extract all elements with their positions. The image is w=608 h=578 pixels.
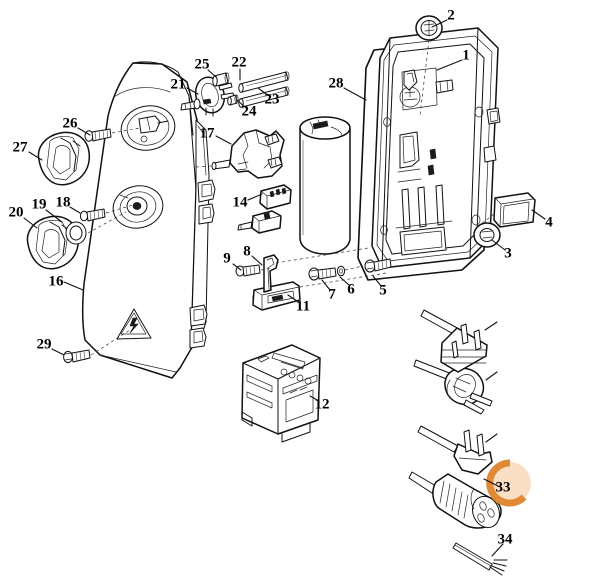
callout-number-11[interactable]: 11 — [296, 298, 310, 314]
callout-leader-24 — [236, 99, 247, 109]
callout-leader-12 — [309, 395, 320, 402]
callout-leader-1 — [436, 59, 463, 71]
callout-number-4[interactable]: 4 — [545, 214, 553, 230]
callout-number-2[interactable]: 2 — [447, 7, 455, 23]
callout-number-24[interactable]: 24 — [242, 103, 258, 119]
callout-number-23[interactable]: 23 — [265, 91, 280, 107]
callout-leader-21 — [186, 87, 199, 95]
callout-leader-4 — [531, 209, 546, 220]
callout-number-16[interactable]: 16 — [49, 273, 65, 289]
callout-leader-28 — [343, 87, 367, 101]
part-grommet-top[interactable] — [415, 15, 443, 116]
part-screw-decal[interactable] — [63, 329, 131, 364]
callout-leaders — [23, 19, 546, 557]
callout-number-9[interactable]: 9 — [223, 250, 231, 266]
part-o-ring[interactable] — [65, 221, 87, 245]
callout-leader-16 — [63, 281, 84, 291]
part-capacitor[interactable] — [299, 116, 351, 255]
callout-number-14[interactable]: 14 — [233, 194, 249, 210]
part-sleeve[interactable] — [212, 72, 230, 87]
callout-number-34[interactable]: 34 — [498, 531, 514, 547]
warning-triangle-decal — [116, 308, 152, 340]
callout-number-18[interactable]: 18 — [56, 194, 71, 210]
callout-number-8[interactable]: 8 — [243, 243, 251, 259]
callout-leader-8 — [251, 255, 263, 266]
part-shaft-upper[interactable] — [238, 71, 290, 93]
callout-leader-2 — [431, 19, 448, 28]
callout-leader-5 — [372, 275, 382, 287]
part-plug-angled[interactable] — [417, 425, 498, 475]
callout-leader-14 — [247, 193, 263, 201]
callout-leader-20 — [23, 217, 38, 229]
part-screw-clamp[interactable] — [235, 264, 274, 277]
callout-leader-17 — [215, 135, 232, 145]
part-bushing[interactable] — [227, 94, 239, 106]
callout-number-1[interactable]: 1 — [462, 47, 470, 63]
part-connector-lower[interactable] — [237, 210, 282, 234]
callout-number-25[interactable]: 25 — [195, 56, 210, 72]
part-chassis-frame[interactable] — [357, 27, 501, 281]
callout-number-17[interactable]: 17 — [200, 125, 216, 141]
highlight-ring-33[interactable] — [486, 459, 531, 507]
callout-number-29[interactable]: 29 — [37, 336, 52, 352]
callout-number-21[interactable]: 21 — [171, 76, 186, 92]
part-cable-bare-end[interactable] — [452, 542, 508, 576]
callout-leader-19 — [45, 209, 63, 223]
callout-number-28[interactable]: 28 — [329, 75, 344, 91]
part-plug-schuko[interactable] — [413, 359, 498, 415]
callout-leader-25 — [207, 69, 217, 78]
callout-number-19[interactable]: 19 — [32, 196, 47, 212]
part-screw-left[interactable] — [308, 267, 337, 281]
callout-number-33[interactable]: 33 — [496, 479, 511, 495]
callout-number-5[interactable]: 5 — [379, 282, 387, 298]
callout-leader-9 — [232, 263, 242, 271]
part-washer[interactable] — [336, 265, 364, 277]
part-plug-uk[interactable] — [420, 309, 498, 373]
callout-leader-7 — [321, 279, 331, 291]
part-screw-right[interactable] — [364, 258, 392, 273]
part-switch-assembly[interactable] — [195, 129, 285, 179]
callout-number-3[interactable]: 3 — [504, 245, 512, 261]
housing-latch-clips — [189, 179, 216, 349]
part-clamp-bracket[interactable] — [263, 254, 279, 293]
callout-number-22[interactable]: 22 — [232, 54, 247, 70]
part-control-module[interactable] — [241, 344, 321, 443]
callout-number-6[interactable]: 6 — [347, 281, 355, 297]
callout-leader-29 — [51, 348, 65, 356]
part-connector-plug[interactable] — [408, 471, 504, 532]
part-knob-upper[interactable] — [37, 131, 91, 186]
callout-leader-27 — [28, 151, 43, 161]
callout-leader-34 — [491, 543, 504, 557]
callout-number-7[interactable]: 7 — [328, 286, 336, 302]
part-screw-lower-knob[interactable] — [79, 204, 134, 222]
callout-leader-26 — [77, 127, 91, 136]
callout-number-20[interactable]: 20 — [9, 204, 24, 220]
callout-number-26[interactable]: 26 — [63, 115, 79, 131]
part-cover-cap[interactable] — [480, 192, 536, 228]
callout-leader-3 — [491, 239, 506, 251]
callout-leader-11 — [287, 294, 301, 304]
part-connector-block[interactable] — [259, 184, 292, 210]
callout-number-12[interactable]: 12 — [315, 396, 330, 412]
callout-leader-33 — [483, 478, 499, 487]
callout-number-27[interactable]: 27 — [13, 139, 29, 155]
callout-leader-18 — [69, 206, 81, 214]
callout-leader-6 — [339, 276, 350, 286]
part-housing-cover[interactable] — [81, 61, 216, 379]
callout-leader-23 — [257, 87, 270, 97]
